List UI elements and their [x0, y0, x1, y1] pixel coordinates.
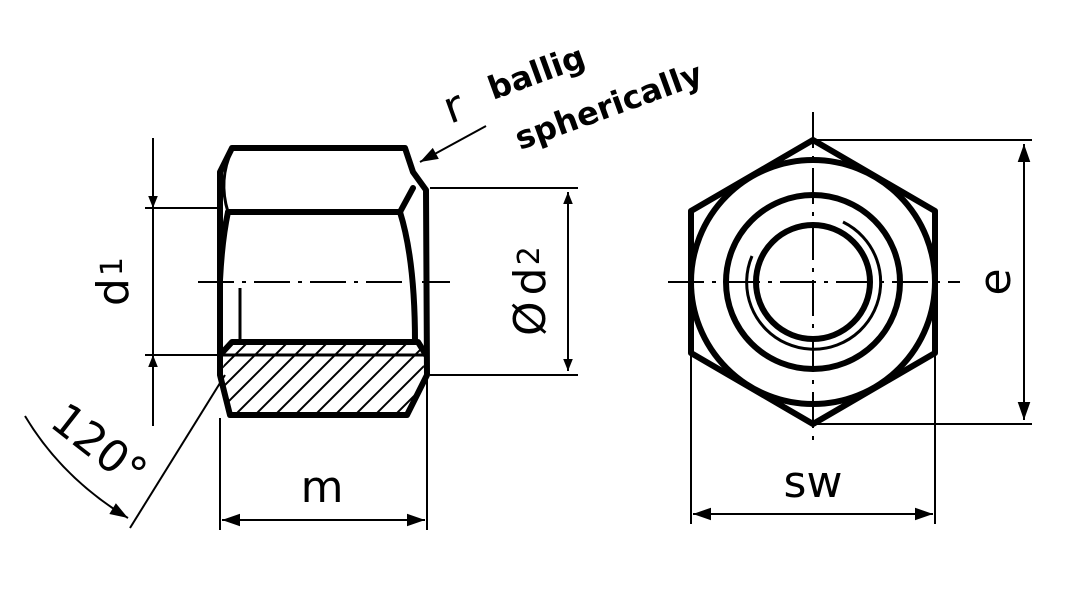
section-hatching	[220, 340, 550, 420]
hatch-line	[309, 342, 391, 415]
d1-dimension	[145, 138, 218, 426]
sw-label: sw	[784, 457, 843, 508]
d2-dimension	[430, 187, 578, 376]
m-dimension	[219, 378, 428, 530]
hatch-line	[369, 342, 426, 415]
right-flank-curve	[397, 209, 418, 345]
left-flank-curve	[217, 209, 231, 283]
d1-label: d1	[88, 257, 139, 306]
hatch-line	[450, 340, 530, 420]
hatch-line	[349, 342, 426, 415]
e-dimension	[813, 139, 1032, 425]
ballig-label: ballig	[483, 38, 590, 108]
front-view	[668, 112, 960, 448]
radius-leader-arrow	[419, 125, 487, 163]
upper-face-arc	[222, 149, 234, 213]
radius-label: r	[436, 80, 471, 134]
hatch-line	[389, 342, 426, 415]
hatch-line	[220, 342, 251, 415]
hatch-line	[329, 342, 411, 415]
hatch-line	[470, 340, 550, 420]
hatch-line	[229, 342, 311, 415]
hatch-line	[220, 342, 271, 415]
hatch-line	[249, 342, 331, 415]
section-top-edge	[217, 339, 429, 358]
e-label: e	[970, 268, 1021, 295]
angle-dimension	[24, 374, 226, 529]
d2-label: Ød2	[505, 246, 556, 336]
hatch-line	[289, 342, 371, 415]
thread-arc	[745, 220, 883, 351]
m-label: m	[301, 462, 344, 513]
hatch-line	[430, 340, 510, 420]
hatch-line	[269, 342, 351, 415]
sw-dimension	[690, 356, 936, 524]
upper-face-line	[225, 185, 416, 215]
angle-label: 120°	[41, 393, 156, 498]
